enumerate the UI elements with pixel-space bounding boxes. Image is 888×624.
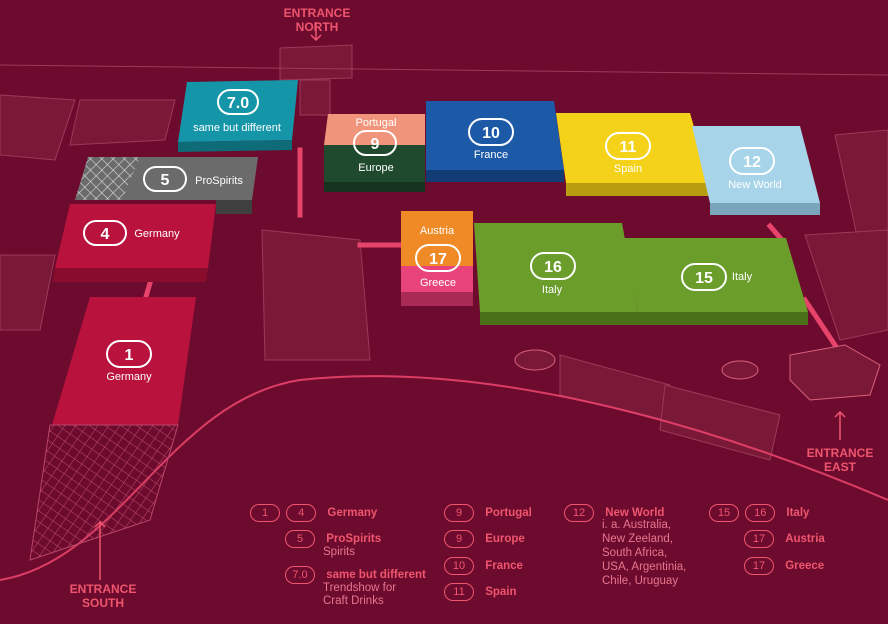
legend-sub: Chile, Uruguay <box>602 575 679 587</box>
legend-item-europe: 9 Europe <box>444 530 525 548</box>
hall-7-0: 7.0 same but different <box>178 80 298 152</box>
legend-num: 1 <box>250 504 280 522</box>
legend-item-spain: 11 Spain <box>444 583 517 601</box>
legend-sub: i. a. Australia, <box>602 519 672 531</box>
legend-num: 10 <box>444 557 474 575</box>
legend-label: New World <box>605 507 665 520</box>
legend-label: France <box>485 560 523 573</box>
svg-text:16: 16 <box>544 259 562 276</box>
svg-text:17: 17 <box>429 251 447 268</box>
legend-sub: Spirits <box>323 546 355 558</box>
svg-text:15: 15 <box>695 270 713 287</box>
legend-num: 17 <box>744 530 774 548</box>
svg-text:Italy: Italy <box>732 271 753 283</box>
background-buildings <box>0 44 888 461</box>
legend-num: 17 <box>744 557 774 575</box>
svg-text:1: 1 <box>125 347 134 364</box>
legend-num: 9 <box>444 504 474 522</box>
legend-label: Spain <box>485 586 517 599</box>
entrance-north-label: ENTRANCE NORTH <box>283 6 351 34</box>
legend-item-italy: 15 16 Italy <box>709 504 809 522</box>
hall-5: 5 ProSpirits <box>75 157 258 214</box>
svg-text:11: 11 <box>620 139 637 156</box>
svg-text:Greece: Greece <box>420 277 456 289</box>
svg-text:12: 12 <box>743 154 761 171</box>
legend-item-same-but-different: 7.0 same but different <box>285 566 426 584</box>
entrance-arrows <box>94 22 846 580</box>
legend-num: 4 <box>286 504 317 522</box>
legend-num: 11 <box>444 583 474 601</box>
legend-num: 12 <box>564 504 594 522</box>
svg-text:Spain: Spain <box>614 163 642 175</box>
legend-item-austria: 17 Austria <box>744 530 825 548</box>
legend-label: Germany <box>327 507 378 520</box>
svg-text:New World: New World <box>728 179 782 191</box>
legend-num: 15 <box>709 504 739 522</box>
legend-sub: South Africa, <box>602 547 668 559</box>
legend-item-prospirits: 5 ProSpirits <box>285 530 381 548</box>
entrance-east-label: ENTRANCE EAST <box>806 446 874 474</box>
svg-text:7.0: 7.0 <box>227 95 249 112</box>
hall-15: 15 Italy <box>624 238 808 325</box>
east-entrance-building <box>789 344 881 401</box>
svg-text:France: France <box>474 149 508 161</box>
hall-10: 10 France <box>426 101 564 182</box>
legend-sub: USA, Argentinia, <box>602 561 687 573</box>
hall-17: Austria 17 Greece <box>401 211 473 306</box>
hall-4: 4 Germany <box>53 204 216 282</box>
svg-text:ProSpirits: ProSpirits <box>195 175 243 187</box>
svg-text:Europe: Europe <box>358 162 393 174</box>
legend-num: 9 <box>444 530 474 548</box>
hall-1: 1 Germany <box>29 297 196 561</box>
legend-item-new-world: 12 New World <box>564 504 664 522</box>
legend-num: 5 <box>285 530 315 548</box>
legend-label: Italy <box>786 507 810 520</box>
legend-sub: New Zeeland, <box>602 533 673 545</box>
hall-16: 16 Italy <box>474 223 638 325</box>
legend-label: ProSpirits <box>326 533 382 546</box>
legend-sub: Craft Drinks <box>323 595 384 607</box>
hall-9: Portugal 9 Europe <box>324 114 425 192</box>
svg-text:10: 10 <box>482 125 500 142</box>
hall-11: 11 Spain <box>556 113 710 196</box>
hall-12: 12 New World <box>692 126 820 215</box>
legend-label: Portugal <box>485 507 532 520</box>
svg-text:Portugal: Portugal <box>356 117 397 129</box>
legend-item-france: 10 France <box>444 557 523 575</box>
legend-item-germany: 1 4 Germany <box>250 504 377 522</box>
legend-label: Greece <box>785 560 825 573</box>
svg-text:Germany: Germany <box>134 228 180 240</box>
legend-label: Europe <box>485 533 525 546</box>
legend-num: 16 <box>745 504 776 522</box>
svg-text:9: 9 <box>371 136 380 153</box>
svg-text:Germany: Germany <box>106 371 152 383</box>
legend-num: 7.0 <box>285 566 315 584</box>
legend-label: Austria <box>785 533 825 546</box>
legend-item-greece: 17 Greece <box>744 557 824 575</box>
svg-text:Austria: Austria <box>420 225 455 237</box>
svg-text:Italy: Italy <box>542 284 563 296</box>
svg-text:5: 5 <box>161 172 170 189</box>
entrance-south-label: ENTRANCE SOUTH <box>69 582 137 610</box>
legend-item-portugal: 9 Portugal <box>444 504 532 522</box>
svg-text:4: 4 <box>101 226 110 243</box>
svg-text:same but different: same but different <box>193 122 281 134</box>
legend-label: same but different <box>326 569 426 582</box>
legend-sub: Trendshow for <box>323 582 397 594</box>
